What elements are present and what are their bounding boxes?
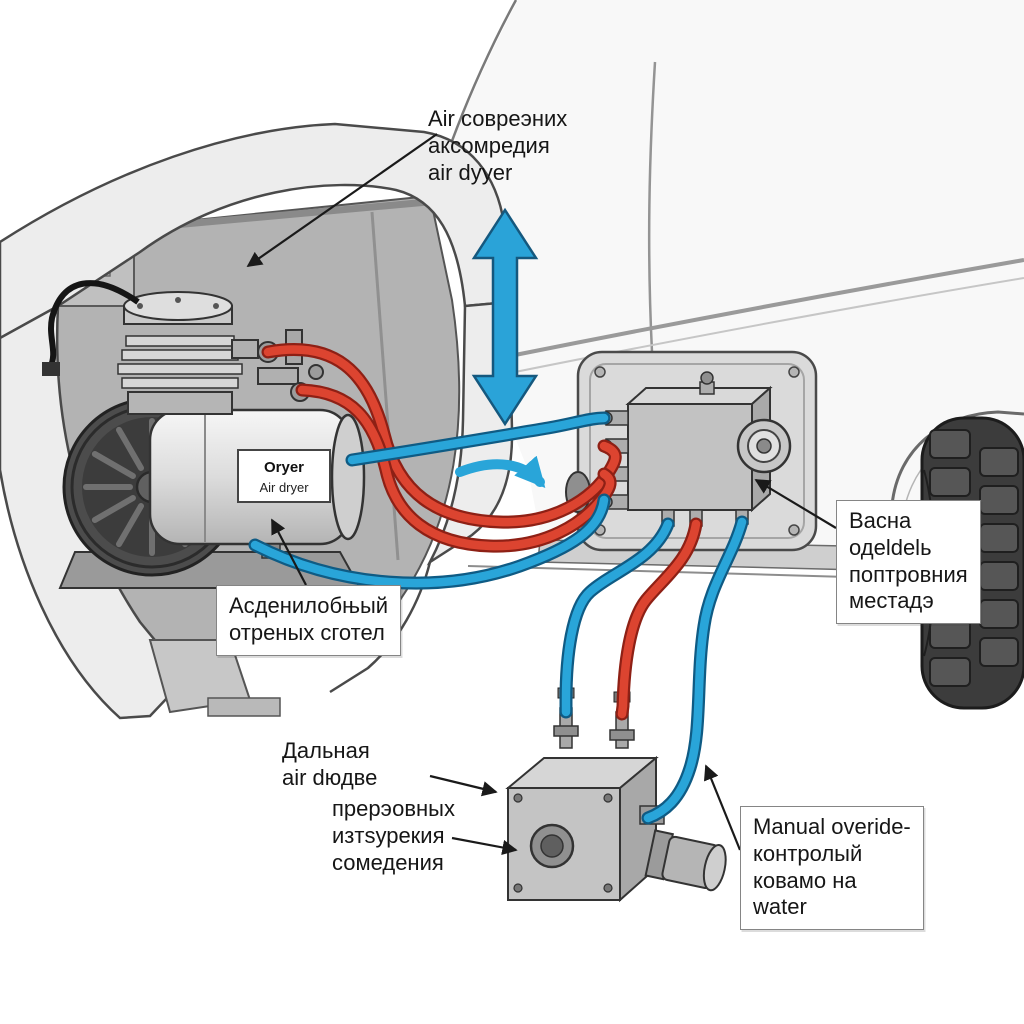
label-line: местадэ [849,588,934,614]
label-line: контролый [753,840,863,866]
label-line: ковамо на [753,867,857,893]
red-hose-to-override-valve [617,519,701,719]
flow-direction-arrow [471,207,539,427]
label-line: water [753,894,807,920]
label-line: Air совреэних [428,106,568,131]
leader-compressor-label [271,518,307,586]
blue-hose-long-loop [643,517,747,823]
label-line: изтѕурекия [332,822,445,848]
red-hose-compressor-to-manifold [263,345,620,527]
leader-override-label [703,764,742,851]
label-connection: прерэовных изтѕурекия сомедения [332,796,455,876]
label-line: Manual overide- [753,814,911,839]
label-line: поптровния [849,561,968,587]
valve-manifold [565,350,818,552]
label-line: air dюдве [282,764,378,790]
wire-connector [42,362,60,376]
outlet-fitting [644,829,727,892]
leader-connection-label [451,836,518,856]
fender [0,122,514,720]
label-line: одеldеlь [849,534,932,560]
leader-lines [246,133,837,856]
label-line: Дальная [282,738,370,763]
air-compressor: Oryer Air dryer [42,280,366,589]
label-manual-override: Manual overide- контролый ковамо на wate… [740,806,924,931]
label-valve-block: Васна одеldеlь поптровния местадэ [836,500,981,625]
label-line: сомедения [332,849,444,875]
blue-hose-lower-sweep [250,495,609,588]
dryer-label-line2: Air dryer [259,480,309,495]
label-line: прерэовных [332,796,455,821]
leader-top-label [246,133,438,268]
label-line: Асденилобњый [229,593,389,618]
dryer-label: Oryer Air dryer [237,449,331,503]
door-seam [647,61,657,353]
manifold-knob [736,418,792,474]
blue-hose-tank-to-manifold [347,413,609,465]
label-line: аксомредия [428,132,550,158]
body-crease-line [514,258,1024,357]
dryer-label-line1: Oryer [264,459,304,476]
leader-valve-label [754,479,837,529]
label-line: отреных сготел [229,619,385,645]
blue-hose-to-override-valve [561,519,673,717]
hose-routing-arrow [455,455,546,488]
label-line: Васна [849,508,912,533]
air-hoses [248,343,749,825]
manifold-block [627,403,753,511]
label-air-line: Дальная air dюдве [282,738,377,792]
leader-airline-label [429,774,498,797]
compressor-head [117,291,243,415]
label-compressor: Асденилобњый отреных сготел [216,585,402,656]
dryer-tank: Oryer Air dryer [148,408,366,559]
label-line: air dyyer [428,159,513,185]
power-wire [47,280,140,370]
label-air-dryer: Air совреэних аксомредия air dyyer [428,106,567,186]
